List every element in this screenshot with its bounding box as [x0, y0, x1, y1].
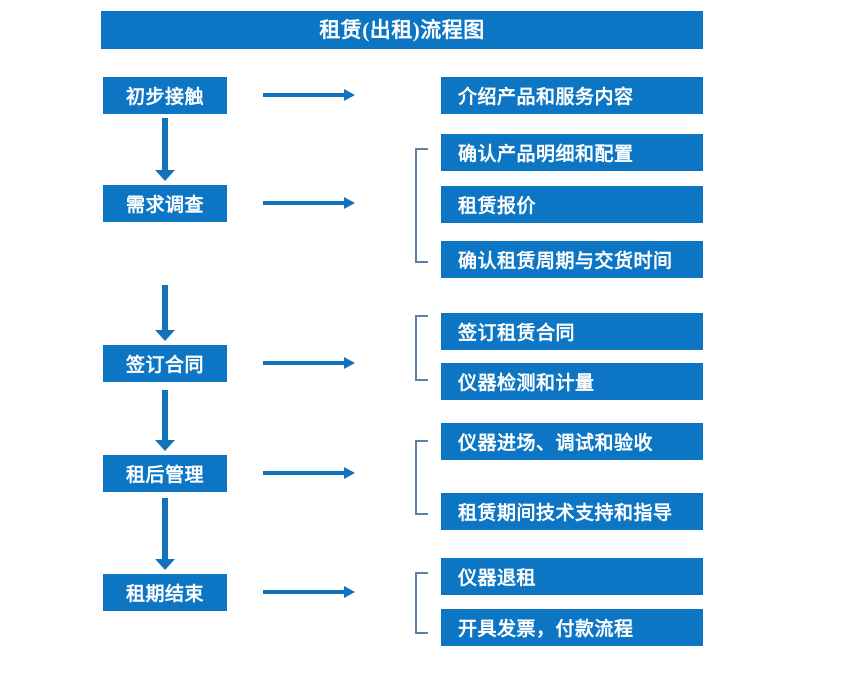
stage-box-2[interactable]: 需求调查: [103, 185, 227, 222]
group-bracket-stage-4: [415, 440, 428, 515]
detail-box-2-1[interactable]: 确认产品明细和配置: [441, 134, 703, 171]
arrow-shaft: [162, 285, 168, 330]
arrow-head: [344, 357, 355, 369]
group-bracket-stage-2: [415, 148, 428, 263]
arrow-shaft: [263, 471, 344, 475]
group-bracket-stage-5: [415, 572, 428, 634]
detail-box-5-1[interactable]: 仪器退租: [441, 558, 703, 595]
group-bracket-stage-3: [415, 315, 428, 381]
horizontal-arrow-stage-2: [263, 196, 355, 210]
arrow-head: [344, 467, 355, 479]
horizontal-arrow-stage-3: [263, 356, 355, 370]
detail-box-2-3[interactable]: 确认租赁周期与交货时间: [441, 241, 703, 278]
horizontal-arrow-stage-5: [263, 585, 355, 599]
stage-box-4[interactable]: 租后管理: [103, 455, 227, 492]
arrow-head: [344, 586, 355, 598]
vertical-arrow-4-to-5: [152, 498, 178, 570]
arrow-shaft: [162, 498, 168, 559]
vertical-arrow-2-to-3: [152, 285, 178, 341]
horizontal-arrow-stage-1: [263, 88, 355, 102]
arrow-head: [155, 440, 175, 451]
vertical-arrow-1-to-2: [152, 118, 178, 181]
detail-box-4-1[interactable]: 仪器进场、调试和验收: [441, 423, 703, 460]
arrow-shaft: [162, 390, 168, 440]
arrow-shaft: [263, 201, 344, 205]
detail-box-4-2[interactable]: 租赁期间技术支持和指导: [441, 493, 703, 530]
arrow-head: [155, 559, 175, 570]
arrow-shaft: [263, 590, 344, 594]
page-title: 租赁(出租)流程图: [101, 11, 703, 49]
arrow-head: [155, 330, 175, 341]
stage-box-5[interactable]: 租期结束: [103, 574, 227, 611]
vertical-arrow-3-to-4: [152, 390, 178, 451]
detail-box-3-2[interactable]: 仪器检测和计量: [441, 363, 703, 400]
horizontal-arrow-stage-4: [263, 466, 355, 480]
stage-box-3[interactable]: 签订合同: [103, 345, 227, 382]
arrow-shaft: [263, 361, 344, 365]
arrow-head: [155, 170, 175, 181]
detail-box-1-1[interactable]: 介绍产品和服务内容: [441, 77, 703, 114]
arrow-head: [344, 197, 355, 209]
stage-box-1[interactable]: 初步接触: [103, 77, 227, 114]
detail-box-3-1[interactable]: 签订租赁合同: [441, 313, 703, 350]
arrow-shaft: [263, 93, 344, 97]
detail-box-5-2[interactable]: 开具发票，付款流程: [441, 609, 703, 646]
detail-box-2-2[interactable]: 租赁报价: [441, 186, 703, 223]
arrow-shaft: [162, 118, 168, 170]
arrow-head: [344, 89, 355, 101]
